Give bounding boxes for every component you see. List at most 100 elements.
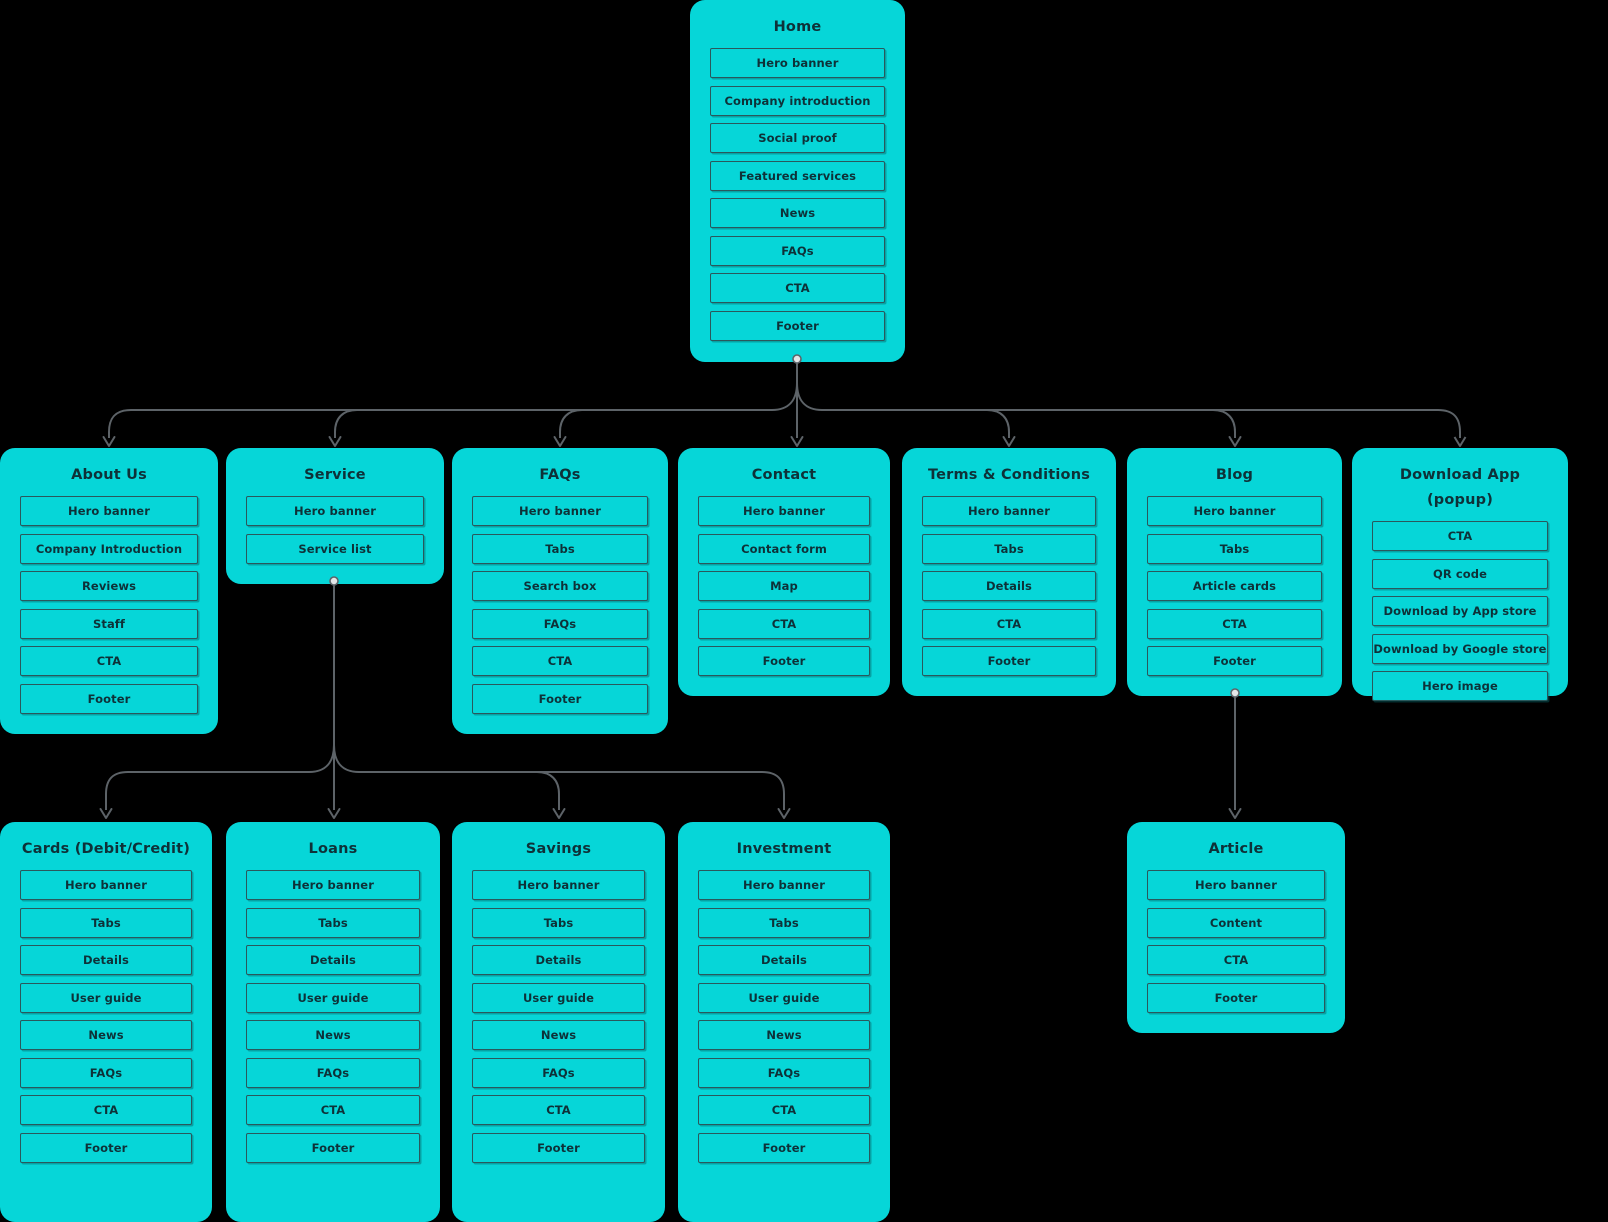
arrowhead-cards	[99, 808, 113, 819]
section-box-cta: CTA	[20, 1095, 192, 1125]
section-box-label: User guide	[522, 990, 595, 1005]
connector-home-left-run	[108, 362, 798, 438]
section-box-footer: Footer	[922, 646, 1096, 676]
section-box-label: CTA	[546, 1103, 571, 1117]
section-box-label: User guide	[70, 990, 142, 1005]
section-box-hero-banner: Hero banner	[472, 870, 645, 900]
section-box-footer: Footer	[698, 646, 870, 676]
card-loans-title: Loans	[308, 841, 358, 857]
section-box-tabs: Tabs	[472, 907, 645, 938]
section-box-cta: CTA	[20, 646, 198, 676]
section-box-cta: CTA	[472, 1095, 645, 1125]
section-box-download-by-google-store: Download by Google store	[1372, 633, 1548, 664]
section-box-details: Details	[922, 571, 1096, 601]
section-box-label: Company introduction	[724, 93, 871, 108]
section-box-label: Company Introduction	[35, 541, 183, 556]
connector-branch-terms	[986, 409, 1010, 438]
section-box-label: Hero image	[1422, 679, 1498, 693]
connector-branch-faqs	[559, 409, 583, 438]
section-box-label: Download by App store	[1383, 604, 1537, 618]
section-box-footer: Footer	[710, 310, 885, 341]
section-box-label: CTA	[547, 654, 573, 668]
section-box-label: Footer	[538, 691, 582, 706]
section-box-footer: Footer	[20, 683, 198, 714]
section-box-faqs: FAQs	[710, 235, 885, 266]
section-box-label: CTA	[1222, 616, 1247, 631]
section-box-label: News	[315, 1028, 351, 1042]
section-box-label: FAQs	[542, 1065, 575, 1080]
section-box-hero-banner: Hero banner	[246, 496, 424, 526]
card-blog-title: Blog	[1215, 467, 1254, 483]
section-box-faqs: FAQs	[20, 1057, 192, 1088]
section-box-reviews: Reviews	[20, 571, 198, 601]
section-box-label: Reviews	[81, 579, 137, 593]
section-box-label: Footer	[776, 318, 819, 333]
section-box-news: News	[20, 1020, 192, 1050]
section-box-label: Hero banner	[1193, 504, 1276, 518]
section-box-label: CTA	[1223, 953, 1249, 967]
section-box-featured-services: Featured services	[710, 160, 885, 191]
section-box-cta: CTA	[1147, 608, 1322, 639]
section-box-download-by-app-store: Download by App store	[1372, 596, 1548, 626]
section-box-hero-banner: Hero banner	[20, 870, 192, 900]
section-box-hero-image: Hero image	[1372, 671, 1548, 701]
section-box-label: Tabs	[91, 915, 121, 930]
section-box-details: Details	[698, 945, 870, 975]
card-about-us-title: About Us	[71, 467, 147, 483]
section-box-label: CTA	[785, 281, 810, 295]
section-box-hero-banner: Hero banner	[1147, 870, 1325, 900]
section-box-hero-banner: Hero banner	[20, 496, 198, 526]
section-box-tabs: Tabs	[472, 533, 648, 564]
section-box-label: Featured services	[738, 168, 857, 183]
section-box-cta: CTA	[1147, 945, 1325, 975]
section-box-faqs: FAQs	[698, 1057, 870, 1088]
card-terms-conditions-title: Terms & Conditions	[927, 467, 1091, 483]
section-box-news: News	[472, 1020, 645, 1050]
section-box-label: Footer	[762, 1140, 806, 1155]
section-box-label: Footer	[762, 654, 806, 668]
section-box-label: Footer	[537, 1140, 580, 1155]
section-box-label: Article cards	[1192, 579, 1277, 593]
section-box-label: Details	[82, 953, 130, 967]
section-box-user-guide: User guide	[246, 982, 420, 1013]
section-box-label: CTA	[771, 1103, 797, 1117]
section-box-tabs: Tabs	[698, 907, 870, 938]
card-article-title: Article	[1208, 841, 1264, 857]
section-box-label: Tabs	[1219, 541, 1250, 556]
section-box-faqs: FAQs	[246, 1057, 420, 1088]
section-box-label: Tabs	[318, 915, 348, 930]
section-box-footer: Footer	[1147, 982, 1325, 1013]
section-box-cta: CTA	[698, 1095, 870, 1125]
card-home-title: Home	[773, 19, 822, 35]
section-box-label: Footer	[1213, 654, 1256, 668]
card-cards-debit-credit-title: Cards (Debit/Credit)	[21, 841, 191, 857]
section-box-label: User guide	[297, 990, 369, 1005]
section-box-hero-banner: Hero banner	[698, 870, 870, 900]
section-box-hero-banner: Hero banner	[472, 496, 648, 526]
section-box-cta: CTA	[246, 1095, 420, 1125]
section-box-cta: CTA	[472, 646, 648, 676]
section-box-label: CTA	[1447, 529, 1473, 543]
card-download-app-title: Download App (popup)	[1399, 467, 1521, 508]
connector-service-right-run	[333, 744, 785, 810]
section-box-footer: Footer	[698, 1132, 870, 1163]
section-box-label: Hero banner	[519, 504, 601, 518]
card-faqs-title: FAQs	[539, 467, 581, 483]
section-box-label: Hero banner	[294, 504, 376, 518]
section-box-label: News	[540, 1028, 577, 1042]
section-box-label: Tabs	[543, 915, 574, 930]
arrowhead-investment	[777, 808, 791, 819]
section-box-footer: Footer	[20, 1132, 192, 1163]
section-box-qr-code: QR code	[1372, 558, 1548, 589]
section-box-hero-banner: Hero banner	[710, 48, 885, 78]
arrowhead-terms	[1002, 436, 1016, 447]
